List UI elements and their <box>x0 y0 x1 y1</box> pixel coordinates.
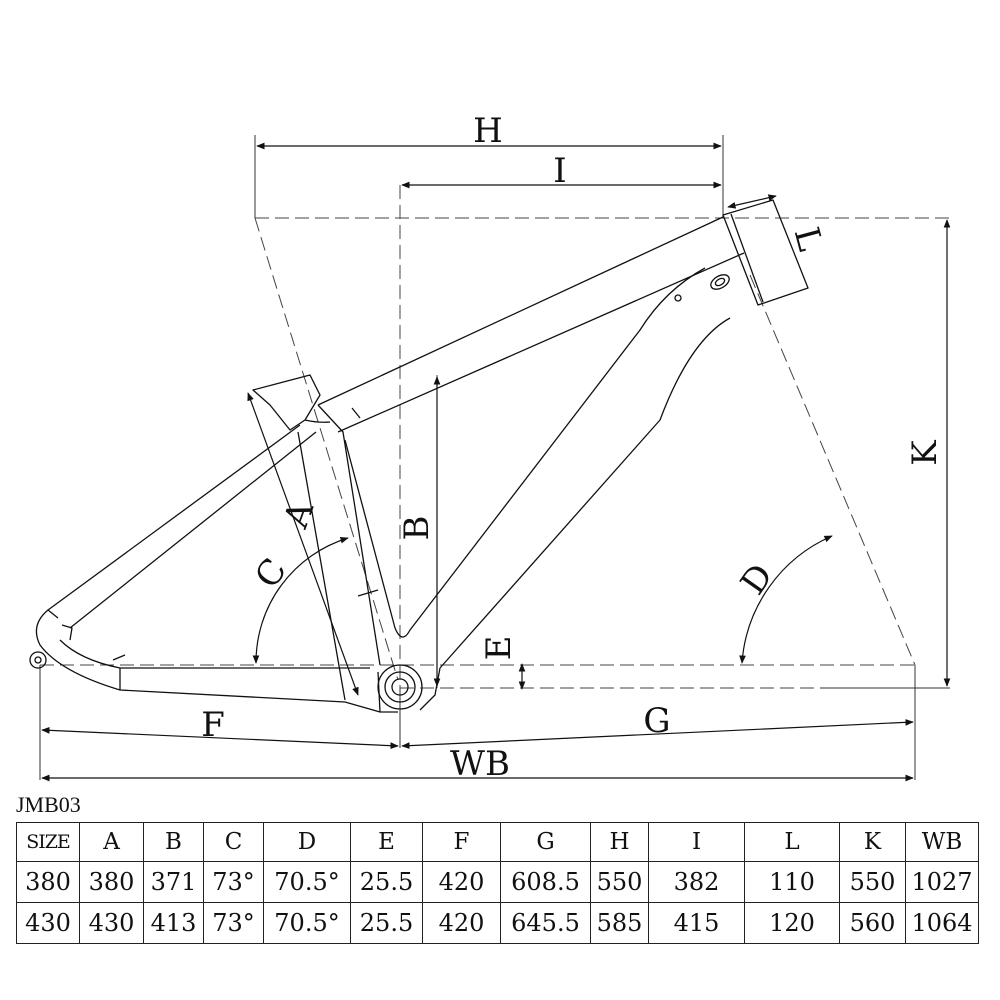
cell-i: 382 <box>648 861 745 903</box>
cell-f: 420 <box>422 902 501 944</box>
cell-a: 430 <box>79 902 144 944</box>
label-H: H <box>473 111 503 151</box>
label-K: K <box>905 440 945 466</box>
extension-lines <box>39 135 950 780</box>
header-l: L <box>744 822 840 862</box>
seat-clamp <box>252 374 321 431</box>
cable-port <box>710 274 730 290</box>
label-B: B <box>397 516 437 541</box>
cell-wb: 1064 <box>905 902 979 944</box>
header-k: K <box>839 822 906 862</box>
dimension-lines <box>41 142 951 782</box>
dim-A-line <box>247 392 359 696</box>
cell-b: 413 <box>143 902 204 944</box>
table-header-row: SIZE A B C D E F G H I L K WB <box>16 822 979 862</box>
top-tube <box>317 216 745 433</box>
bike-frame <box>29 199 809 713</box>
angle-C-arc <box>252 537 349 664</box>
label-C: C <box>247 551 295 595</box>
header-g: G <box>500 822 591 862</box>
dim-G-line <box>401 718 914 750</box>
bottom-bracket <box>377 664 423 710</box>
cell-d: 70.5° <box>263 861 351 903</box>
header-b: B <box>143 822 204 862</box>
seat-stay <box>47 424 317 629</box>
cell-i: 415 <box>648 902 745 944</box>
construction-lines <box>40 185 950 689</box>
header-i: I <box>648 822 745 862</box>
cell-c: 73° <box>203 902 264 944</box>
header-a: A <box>79 822 144 862</box>
cell-k: 550 <box>839 861 906 903</box>
header-h: H <box>590 822 649 862</box>
chain-stay <box>35 609 381 713</box>
label-I: I <box>553 151 566 191</box>
label-L: L <box>786 223 830 255</box>
label-E: E <box>479 636 519 661</box>
table-row: 380 380 371 73° 70.5° 25.5 420 608.5 550… <box>16 861 979 903</box>
header-f: F <box>422 822 501 862</box>
cell-h: 585 <box>590 902 649 944</box>
cell-e: 25.5 <box>350 861 423 903</box>
cell-h: 550 <box>590 861 649 903</box>
head-tube <box>722 199 809 306</box>
cell-size: 380 <box>16 861 80 903</box>
label-A: A <box>276 496 322 534</box>
header-size: SIZE <box>16 822 80 862</box>
geometry-table: SIZE A B C D E F G H I L K WB 380 380 37… <box>16 822 979 944</box>
dimension-labels: H I L K B A C D E F G WB <box>201 111 945 784</box>
cell-g: 608.5 <box>500 861 591 903</box>
cell-a: 380 <box>79 861 144 903</box>
cell-e: 25.5 <box>350 902 423 944</box>
rear-dropout <box>29 651 47 669</box>
dim-L-line <box>727 194 777 209</box>
table-row: 430 430 413 73° 70.5° 25.5 420 645.5 585… <box>16 902 979 944</box>
cell-size: 430 <box>16 902 80 944</box>
cell-f: 420 <box>422 861 501 903</box>
cell-wb: 1027 <box>905 861 979 903</box>
cell-k: 560 <box>839 902 906 944</box>
cell-l: 110 <box>744 861 840 903</box>
cell-b: 371 <box>143 861 204 903</box>
header-c: C <box>203 822 264 862</box>
cell-l: 120 <box>744 902 840 944</box>
seat-tube <box>297 404 381 701</box>
down-tube <box>344 267 731 669</box>
model-name: JMB03 <box>16 792 81 817</box>
header-wb: WB <box>905 822 979 862</box>
dim-F-line <box>41 726 399 750</box>
frame-geometry-diagram: H I L K B A C D E F G WB <box>29 111 951 784</box>
header-d: D <box>263 822 351 862</box>
cell-d: 70.5° <box>263 902 351 944</box>
label-D: D <box>733 557 781 602</box>
label-F: F <box>201 705 225 745</box>
cell-g: 645.5 <box>500 902 591 944</box>
label-WB: WB <box>450 744 510 784</box>
header-e: E <box>350 822 423 862</box>
angle-D-arc <box>739 535 833 664</box>
label-G: G <box>643 701 670 741</box>
cell-c: 73° <box>203 861 264 903</box>
